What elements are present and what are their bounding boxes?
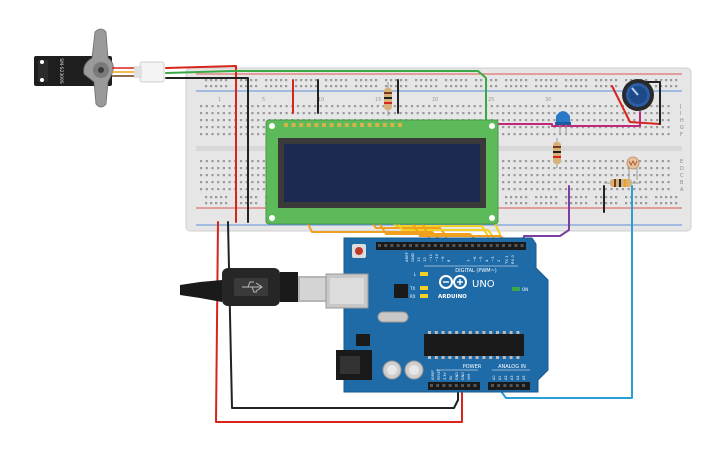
power-pin-5v: 5V — [449, 375, 453, 380]
arduino-model: UNO — [472, 279, 495, 290]
crystal — [377, 311, 409, 323]
wire-gnd-black[interactable] — [227, 221, 459, 409]
aref-label: AREF — [404, 252, 409, 262]
digital-pin-11: ~11 — [428, 253, 433, 262]
led-blue[interactable] — [555, 111, 571, 134]
col-number-1: 1 — [218, 97, 221, 103]
analog-header — [488, 382, 530, 390]
photoresistor[interactable] — [626, 156, 640, 180]
power-pin-3v3: 3.3V — [443, 372, 447, 380]
wire-5v-red[interactable] — [215, 221, 463, 423]
digital-pin-6: ~6 — [472, 256, 477, 262]
resistor-top[interactable] — [384, 82, 392, 116]
analog-label: ANALOG IN — [498, 364, 526, 370]
atmega-chip-pins — [428, 331, 520, 359]
wires — [165, 65, 661, 423]
row-letter-h: H — [680, 118, 684, 124]
col-number-15: 15 — [375, 97, 381, 103]
resistor-photo[interactable] — [604, 179, 640, 187]
analog-pin-a1: A1 — [498, 376, 502, 380]
potentiometer[interactable] — [622, 79, 654, 111]
lcd-display[interactable] — [265, 119, 499, 225]
wire-pot-red[interactable] — [611, 85, 661, 125]
wire-servo-black[interactable] — [165, 77, 249, 223]
digital-pin-12: 12 — [422, 257, 427, 262]
power-pin-ioref: IOREF — [431, 370, 435, 380]
col-number-10: 10 — [318, 97, 324, 103]
digital-pin-rx0: RX 0 — [510, 255, 515, 264]
digital-pin-8: 8 — [446, 259, 451, 262]
power-label: POWER — [463, 364, 482, 370]
power-pin-gnd2: GND — [461, 372, 465, 380]
wire-magenta[interactable] — [495, 111, 641, 127]
row-letter-e: E — [680, 159, 683, 165]
analog-pin-a2: A2 — [504, 376, 508, 380]
digital-pin-2: 2 — [496, 259, 501, 262]
digital-pin-13: 13 — [416, 257, 421, 262]
usb-icon — [242, 281, 263, 293]
led-l-label: L — [414, 272, 417, 277]
power-pin-gnd1: GND — [455, 372, 459, 380]
arduino-uno[interactable]: AREF GND 13 12 ~11 ~10 ~9 8 7 ~6 ~5 4 ~3… — [325, 237, 549, 393]
row-letter-b: B — [680, 180, 684, 186]
on-label: ON — [522, 287, 528, 292]
col-number-5: 5 — [262, 97, 265, 103]
small-chip — [394, 284, 408, 298]
analog-pin-a5: A5 — [522, 376, 526, 380]
row-letter-c: C — [680, 173, 684, 179]
bottom-header-holes — [430, 384, 525, 387]
analog-pin-a3: A3 — [510, 376, 514, 380]
wire-pot-black[interactable] — [645, 81, 661, 125]
row-letter-i: I — [680, 111, 681, 117]
col-number-30: 30 — [545, 97, 551, 103]
arduino-logo — [439, 275, 467, 289]
row-letter-d: D — [680, 166, 684, 172]
voltage-regulator — [356, 334, 370, 346]
digital-pin-5: ~5 — [478, 256, 483, 262]
breadboard-row-letters: J I H G F E D C B A — [679, 104, 684, 193]
atmega-chip — [424, 334, 524, 356]
col-number-25: 25 — [488, 97, 494, 103]
lcd-pin-header — [284, 123, 402, 127]
lcd-screen — [284, 144, 480, 202]
digital-header — [376, 242, 526, 250]
row-letter-j: J — [679, 104, 681, 110]
row-letter-g: G — [680, 125, 684, 131]
usb-cable[interactable] — [180, 268, 346, 306]
digital-pin-10: ~10 — [434, 253, 439, 262]
power-pin-reset: RESET — [437, 368, 441, 380]
power-pin-vin: VIN — [467, 374, 471, 380]
power-header — [428, 382, 480, 390]
digital-label: DIGITAL (PWM~) — [455, 268, 497, 274]
arduino-brand: ARDUINO — [438, 294, 467, 300]
servo-motor[interactable]: SM-S2309S — [34, 28, 165, 108]
analog-pin-a4: A4 — [516, 376, 520, 380]
resistor-led[interactable] — [553, 138, 561, 168]
col-number-20: 20 — [432, 97, 438, 103]
digital-pin-7: 7 — [466, 259, 471, 262]
digital-pin-tx1: TX 1 — [504, 255, 509, 265]
servo-model-label: SM-S2309S — [58, 58, 64, 84]
breadboard-column-numbers: 1 5 10 15 20 25 30 — [218, 97, 551, 103]
led-rx-label: RX — [410, 294, 416, 299]
row-letter-f: F — [680, 132, 683, 138]
wire-servo-red[interactable] — [165, 65, 237, 223]
digital-header-holes — [378, 244, 524, 247]
wire-servo-signal-green[interactable] — [165, 70, 487, 123]
digital-pin-9: ~9 — [440, 256, 445, 262]
digital-pin-4: 4 — [484, 259, 489, 262]
row-letter-a: A — [680, 187, 684, 193]
analog-pin-a0: A0 — [492, 376, 496, 380]
digital-pin-3: ~3 — [490, 256, 495, 262]
gnd-label: GND — [410, 253, 415, 262]
led-tx-label: TX — [409, 286, 415, 291]
